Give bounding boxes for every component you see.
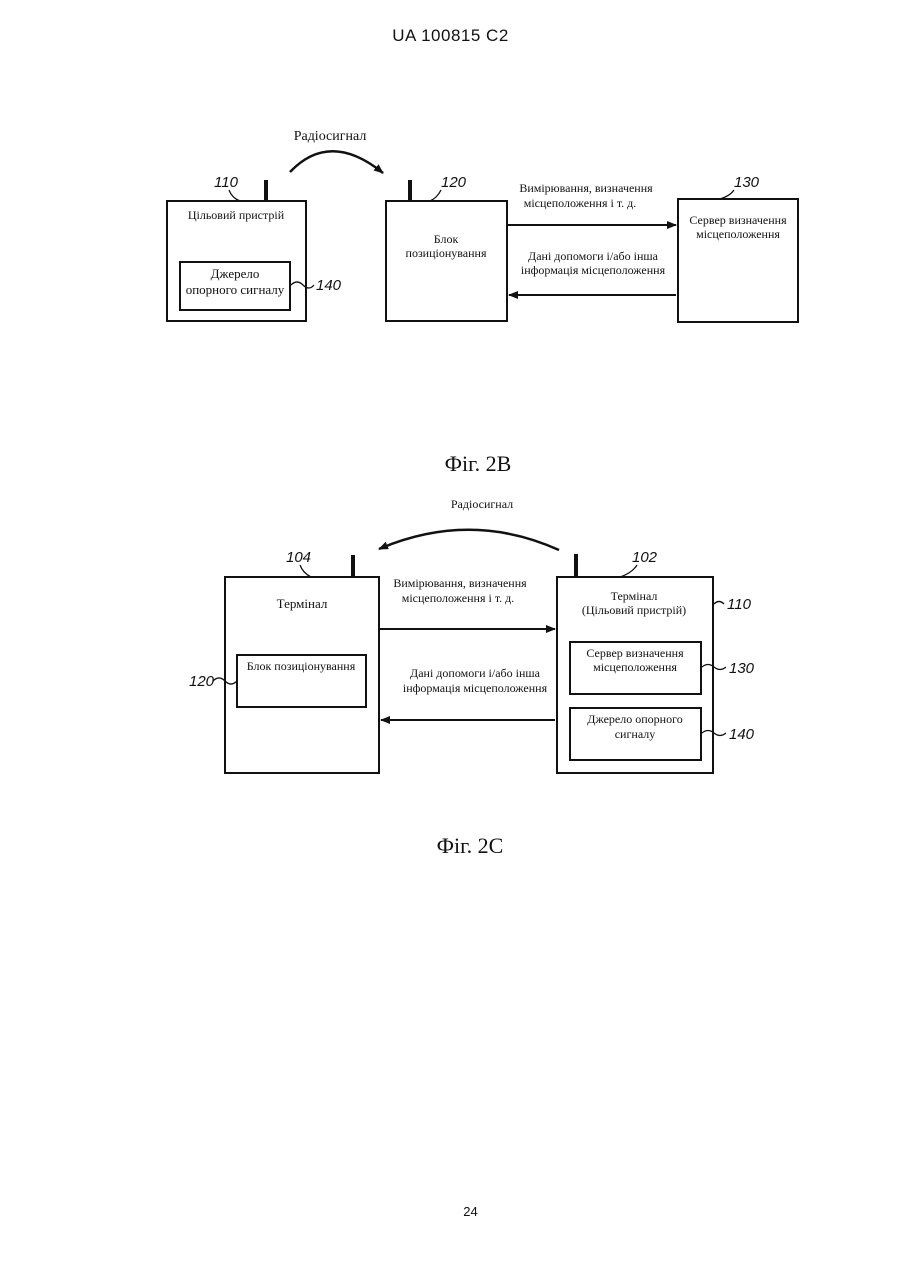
fig2c-assist-line2: інформація місцеположення	[403, 681, 548, 695]
fig2b-measurements-line2: місцеположення і т. д.	[524, 196, 637, 210]
fig2c-positioning-block-label: Блок позиціонування	[247, 659, 356, 673]
fig2b-leader-110	[229, 190, 240, 201]
fig2c-ref-120: 120	[189, 673, 215, 690]
fig2b-reference-source-line2: опорного сигналу	[186, 282, 285, 297]
fig2c-server-line1: Сервер визначення	[586, 646, 684, 660]
fig2b-target-device-label: Цільовий пристрій	[188, 208, 285, 222]
fig2c-measurements-line1: Вимірювання, визначення	[393, 576, 527, 590]
fig2b-positioning-block-line2: позиціонування	[406, 246, 487, 260]
fig2b-ref-140: 140	[316, 277, 342, 294]
fig2c-server-line2: місцеположення	[593, 660, 677, 674]
fig2c-ref-104: 104	[286, 549, 311, 566]
fig2c-reference-source-line1: Джерело опорного	[587, 712, 682, 726]
fig2c-ref-102: 102	[632, 549, 658, 566]
fig2c-leader-102	[620, 565, 637, 577]
fig2b-ref-110: 110	[214, 174, 239, 191]
fig2c-reference-source-line2: сигналу	[615, 727, 656, 741]
fig2b-ref-120: 120	[441, 174, 467, 191]
fig2b-positioning-block-line1: Блок	[434, 232, 459, 246]
fig2b-radio-label: Радіосигнал	[294, 129, 367, 144]
figure-2b: Радіосигнал Цільовий пристрій 110 Джерел…	[167, 129, 798, 476]
fig2b-assist-line2: інформація місцеположення	[521, 263, 666, 277]
fig2b-server-line1: Сервер визначення	[689, 213, 787, 227]
fig2c-leader-104	[300, 565, 311, 577]
fig2b-leader-120	[430, 190, 441, 201]
fig2c-ref-110: 110	[727, 596, 752, 613]
fig2b-leader-140	[291, 282, 314, 288]
fig2b-ref-130: 130	[734, 174, 760, 191]
fig2c-terminal-right-line2: (Цільовий пристрій)	[582, 603, 686, 617]
fig2b-reference-source-line1: Джерело	[211, 266, 260, 281]
fig2c-radio-arc	[379, 530, 559, 550]
fig2b-positioning-block-box	[386, 201, 507, 321]
fig2b-caption: Фіг. 2В	[445, 451, 512, 476]
fig2b-server-line2: місцеположення	[696, 227, 780, 241]
fig2c-caption: Фіг. 2С	[437, 833, 504, 858]
fig2c-assist-line1: Дані допомоги і/або інша	[410, 666, 541, 680]
fig2c-measurements-line2: місцеположення і т. д.	[402, 591, 515, 605]
fig2b-measurements-line1: Вимірювання, визначення	[519, 181, 653, 195]
figure-2c: Радіосигнал Термінал 104 Блок позиціонув…	[189, 497, 755, 858]
page-number: 24	[0, 1204, 901, 1219]
fig2c-leader-110	[714, 602, 724, 605]
fig2c-radio-label: Радіосигнал	[451, 497, 513, 511]
fig2c-terminal-left-label: Термінал	[277, 596, 328, 611]
fig2c-terminal-right-line1: Термінал	[611, 589, 658, 603]
fig2b-leader-130	[720, 190, 734, 199]
fig2b-radio-arc	[290, 151, 383, 173]
fig2c-ref-140: 140	[729, 726, 755, 743]
fig2c-ref-130: 130	[729, 660, 755, 677]
fig2b-assist-line1: Дані допомоги і/або інша	[528, 249, 659, 263]
